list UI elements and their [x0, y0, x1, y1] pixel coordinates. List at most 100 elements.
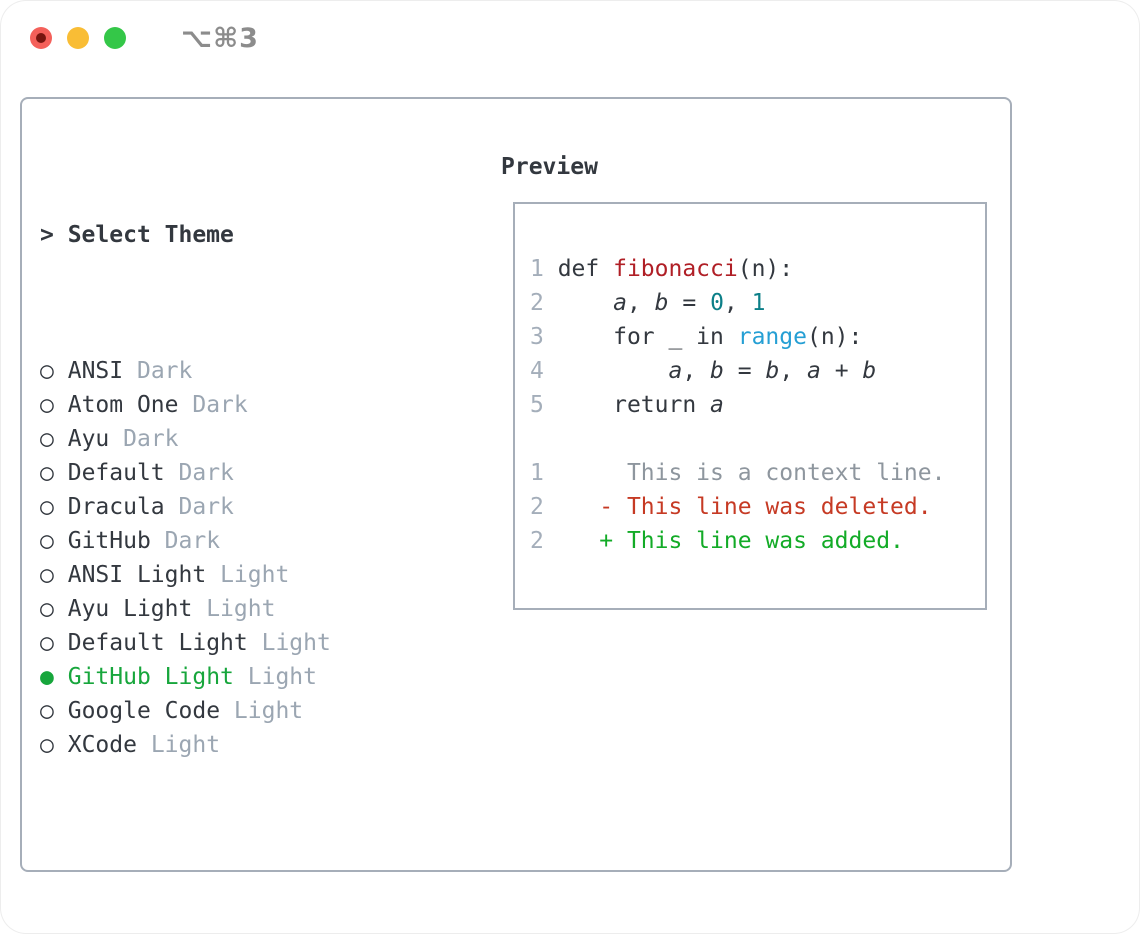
code-token: + [820, 358, 863, 384]
theme-variant-tag: Dark [178, 494, 234, 520]
zoom-button[interactable] [104, 27, 126, 49]
theme-variant-tag: Dark [136, 358, 193, 384]
radio-off-icon: ○ [40, 732, 54, 758]
theme-option-github-light[interactable]: ● GitHub Light Light [40, 660, 436, 694]
theme-option-google-code[interactable]: ○ Google Code Light [40, 694, 436, 728]
code-line: 4 a, b = b, a + b [530, 354, 945, 388]
theme-option-label: Atom One [67, 392, 179, 418]
line-number: 2 [530, 290, 558, 316]
theme-column: > Select Theme ○ ANSI Dark○ Atom One Dar… [40, 150, 436, 934]
theme-variant-tag: Light [206, 596, 276, 622]
code-token: range [737, 324, 807, 350]
titlebar: ⌥⌘3 [30, 23, 259, 54]
theme-variant-tag: Light [220, 562, 290, 588]
code-token: 0 [710, 290, 724, 316]
code-line: 1 def fibonacci(n): [530, 252, 945, 286]
radio-off-icon: ○ [40, 494, 54, 520]
theme-option-ansi[interactable]: ○ ANSI Dark [40, 354, 436, 388]
code-token: a [807, 358, 821, 384]
theme-variant-tag: Light [261, 630, 331, 656]
diff-line-context: 1 This is a context line. [530, 456, 945, 490]
radio-off-icon: ○ [40, 596, 54, 622]
code-token: for _ in [557, 324, 738, 350]
line-number: 5 [530, 392, 558, 418]
theme-variant-tag: Dark [164, 528, 221, 554]
theme-option-xcode[interactable]: ○ XCode Light [40, 728, 436, 762]
select-theme-header: > Select Theme [40, 218, 436, 252]
theme-option-ayu-light[interactable]: ○ Ayu Light Light [40, 592, 436, 626]
code-token: = [723, 358, 766, 384]
code-token: = [668, 290, 711, 316]
code-token: fibonacci [613, 256, 738, 282]
theme-option-label: GitHub [67, 528, 151, 554]
code-token [558, 358, 669, 384]
code-token: b [765, 358, 780, 384]
code-token: (n): [806, 324, 863, 350]
code-token: def [557, 256, 614, 282]
line-number: 4 [530, 358, 558, 384]
theme-option-label: Google Code [67, 698, 221, 724]
theme-variant-tag: Dark [192, 392, 248, 418]
theme-option-label: XCode [67, 732, 137, 758]
code-token: a [710, 392, 724, 418]
line-number: 1 [530, 256, 558, 282]
code-token: a [613, 290, 627, 316]
code-token: (n): [737, 256, 794, 282]
theme-option-dracula[interactable]: ○ Dracula Dark [40, 490, 436, 524]
theme-list: ○ ANSI Dark○ Atom One Dark○ Ayu Dark○ De… [40, 354, 436, 762]
diff-line-deleted: 2 - This line was deleted. [530, 490, 945, 524]
code-token: a [668, 358, 683, 384]
theme-option-label: ANSI Light [67, 562, 207, 588]
theme-option-ayu[interactable]: ○ Ayu Dark [40, 422, 436, 456]
theme-option-label: GitHub Light [67, 664, 234, 690]
theme-option-label: ANSI [67, 358, 124, 384]
theme-option-atom-one[interactable]: ○ Atom One Dark [40, 388, 436, 422]
theme-option-default-light[interactable]: ○ Default Light Light [40, 626, 436, 660]
theme-picker-panel: > Select Theme ○ ANSI Dark○ Atom One Dar… [20, 97, 1012, 872]
radio-off-icon: ○ [40, 630, 54, 656]
diff-text: This is a context line. [543, 460, 946, 486]
selection-caret-icon: > [40, 222, 68, 248]
window-title: ⌥⌘3 [181, 22, 259, 54]
code-token: , [779, 358, 808, 384]
theme-option-label: Dracula [67, 494, 165, 520]
line-number: 2 [530, 494, 544, 520]
radio-on-icon: ● [40, 664, 54, 690]
code-token: return [557, 392, 711, 418]
line-number: 1 [530, 460, 544, 486]
blank-line [530, 422, 945, 456]
theme-option-label: Ayu Light [67, 596, 193, 622]
diff-line-added: 2 + This line was added. [530, 524, 945, 558]
code-line: 3 for _ in range(n): [530, 320, 945, 354]
theme-option-github[interactable]: ○ GitHub Dark [40, 524, 436, 558]
theme-option-label: Default Light [67, 630, 248, 656]
radio-off-icon: ○ [40, 392, 54, 418]
preview-header: Preview [501, 154, 598, 180]
close-button[interactable] [30, 27, 52, 49]
code-token: , [682, 358, 711, 384]
radio-off-icon: ○ [40, 460, 54, 486]
minimize-button[interactable] [67, 27, 89, 49]
theme-variant-tag: Light [247, 664, 317, 690]
theme-option-label: Default [67, 460, 165, 486]
line-number: 3 [530, 324, 558, 350]
theme-option-default[interactable]: ○ Default Dark [40, 456, 436, 490]
code-line: 5 return a [530, 388, 945, 422]
code-token: b [654, 290, 669, 316]
theme-variant-tag: Dark [123, 426, 179, 452]
code-token: b [862, 358, 877, 384]
select-theme-header-label: Select Theme [67, 222, 234, 248]
radio-off-icon: ○ [40, 562, 54, 588]
diff-text: + This line was added. [543, 528, 904, 554]
theme-option-ansi-light[interactable]: ○ ANSI Light Light [40, 558, 436, 592]
code-token: 1 [751, 290, 766, 316]
theme-option-label: Ayu [67, 426, 110, 452]
theme-variant-tag: Dark [178, 460, 234, 486]
code-token: , [723, 290, 752, 316]
radio-off-icon: ○ [40, 426, 54, 452]
radio-off-icon: ○ [40, 698, 54, 724]
theme-variant-tag: Light [150, 732, 221, 758]
